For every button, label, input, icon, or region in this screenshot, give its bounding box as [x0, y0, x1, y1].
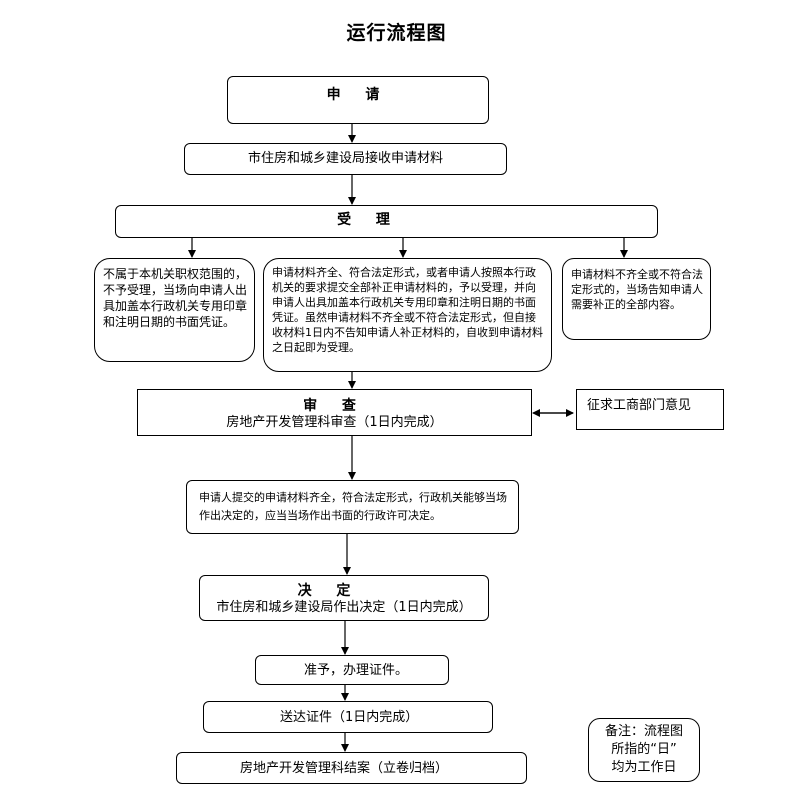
- decision-text: 市住房和城乡建设局作出决定（1日内完成）: [216, 600, 472, 615]
- accepted-box: 申请材料齐全、符合法定形式，或者申请人按照本行政机关的要求提交全部补正申请材料的…: [263, 258, 552, 372]
- not-in-scope-box: 不属于本机关职权范围的，不予受理，当场向申请人出具加盖本行政机关专用印章和注明日…: [94, 258, 255, 362]
- note-box: 备注：流程图 所指的“日” 均为工作日: [588, 718, 700, 782]
- approve-box: 准予，办理证件。: [255, 655, 449, 685]
- note-line-1: 备注：流程图: [604, 724, 683, 739]
- page-title: 运行流程图: [346, 22, 447, 44]
- accepted-text: 申请材料齐全、符合法定形式，或者申请人按照本行政机关的要求提交全部补正申请材料的…: [272, 266, 543, 354]
- decision-label: 决 定: [297, 583, 361, 599]
- deliver-box: 送达证件（1日内完成）: [203, 701, 493, 733]
- close-text: 房地产开发管理科结案（立卷归档）: [240, 761, 449, 776]
- close-box: 房地产开发管理科结案（立卷归档）: [176, 752, 527, 784]
- note-line-2: 所指的“日”: [611, 742, 677, 757]
- decision-box: 决 定 市住房和城乡建设局作出决定（1日内完成）: [199, 575, 489, 621]
- incomplete-text: 申请材料不齐全或不符合法定形式的，当场告知申请人需要补正的全部内容。: [571, 268, 703, 311]
- review-box: 审 查 房地产开发管理科审查（1日内完成）: [137, 389, 532, 436]
- approve-text: 准予，办理证件。: [304, 663, 409, 678]
- note-line-3: 均为工作日: [611, 760, 677, 775]
- onsite-text: 申请人提交的申请材料齐全，符合法定形式，行政机关能够当场作出决定的，应当当场作出…: [199, 491, 507, 522]
- consult-box: 征求工商部门意见: [576, 389, 724, 430]
- apply-label: 申 请: [326, 87, 390, 103]
- accept-label: 受 理: [337, 211, 400, 228]
- not-in-scope-text: 不属于本机关职权范围的，不予受理，当场向申请人出具加盖本行政机关专用印章和注明日…: [103, 267, 248, 329]
- incomplete-box: 申请材料不齐全或不符合法定形式的，当场告知申请人需要补正的全部内容。: [562, 258, 711, 340]
- apply-box: 申 请: [227, 76, 489, 124]
- deliver-text: 送达证件（1日内完成）: [280, 710, 419, 725]
- review-text: 房地产开发管理科审查（1日内完成）: [226, 414, 443, 430]
- consult-text: 征求工商部门意见: [587, 398, 692, 413]
- review-label: 审 查: [303, 397, 366, 414]
- receive-box: 市住房和城乡建设局接收申请材料: [184, 143, 507, 175]
- accept-box: 受 理: [115, 205, 658, 238]
- receive-text: 市住房和城乡建设局接收申请材料: [247, 151, 443, 166]
- onsite-box: 申请人提交的申请材料齐全，符合法定形式，行政机关能够当场作出决定的，应当当场作出…: [186, 480, 519, 534]
